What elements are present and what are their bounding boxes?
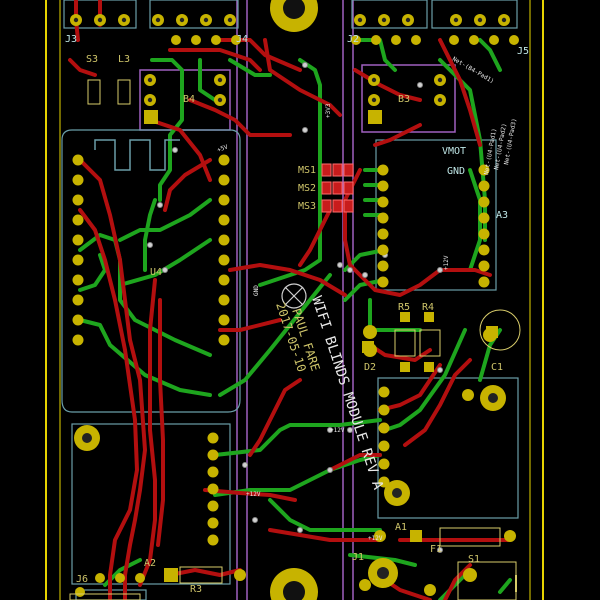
- ref-b4: B4: [183, 94, 195, 105]
- ms-jumper-pads: [321, 163, 354, 213]
- ref-j2: J2: [347, 34, 359, 45]
- antenna-pattern: [94, 139, 180, 171]
- ref-u4: U4: [150, 267, 162, 278]
- net-label-3v3: +3V3: [325, 103, 332, 118]
- ref-s3: S3: [86, 54, 98, 65]
- ref-j3: J3: [65, 34, 77, 45]
- net-label-12v-a: +12V: [330, 427, 345, 434]
- ref-a2: A2: [144, 558, 156, 569]
- net-label-12v-b: +12V: [246, 491, 261, 498]
- net-label-gnd: GND: [253, 285, 260, 296]
- vias: [147, 62, 443, 553]
- ref-c1: C1: [491, 362, 503, 373]
- net-label-12v-c: +12V: [368, 535, 383, 542]
- front-copper-traces: [68, 0, 512, 600]
- ref-designators: J3 J4 J2 J5 S3 L3 B4 B3 U4 MS1 MS2 MS3 R…: [65, 34, 529, 595]
- ref-b3: B3: [398, 94, 410, 105]
- ref-j6: J6: [76, 574, 88, 585]
- ref-r4: R4: [422, 302, 434, 313]
- ref-ms3: MS3: [298, 201, 316, 212]
- ref-r3: R3: [190, 584, 202, 595]
- ref-a3: A3: [496, 210, 508, 221]
- ref-l3: L3: [118, 54, 130, 65]
- ref-r5: R5: [398, 302, 410, 313]
- mounting-holes: [270, 0, 318, 600]
- ref-d2: D2: [364, 362, 376, 373]
- silkscreen-outlines: [69, 79, 521, 600]
- square-pads: [144, 110, 498, 582]
- ref-j4: J4: [236, 34, 248, 45]
- ref-ms1: MS1: [298, 165, 316, 176]
- board-outline: [45, 0, 544, 600]
- ref-j1: J1: [352, 552, 364, 563]
- net-label-12v-d: +12V: [443, 255, 450, 270]
- ref-f1: F1: [430, 544, 442, 555]
- ref-vmot: VMOT: [442, 146, 466, 157]
- ref-j5: J5: [517, 46, 529, 57]
- ref-a1: A1: [395, 522, 407, 533]
- ref-gnd: GND: [447, 166, 465, 177]
- ref-s1: S1: [468, 554, 480, 565]
- center-marker: [281, 283, 307, 309]
- net-label-5v: +5V: [216, 143, 229, 153]
- ref-ms2: MS2: [298, 183, 316, 194]
- pad-drills: [73, 17, 507, 103]
